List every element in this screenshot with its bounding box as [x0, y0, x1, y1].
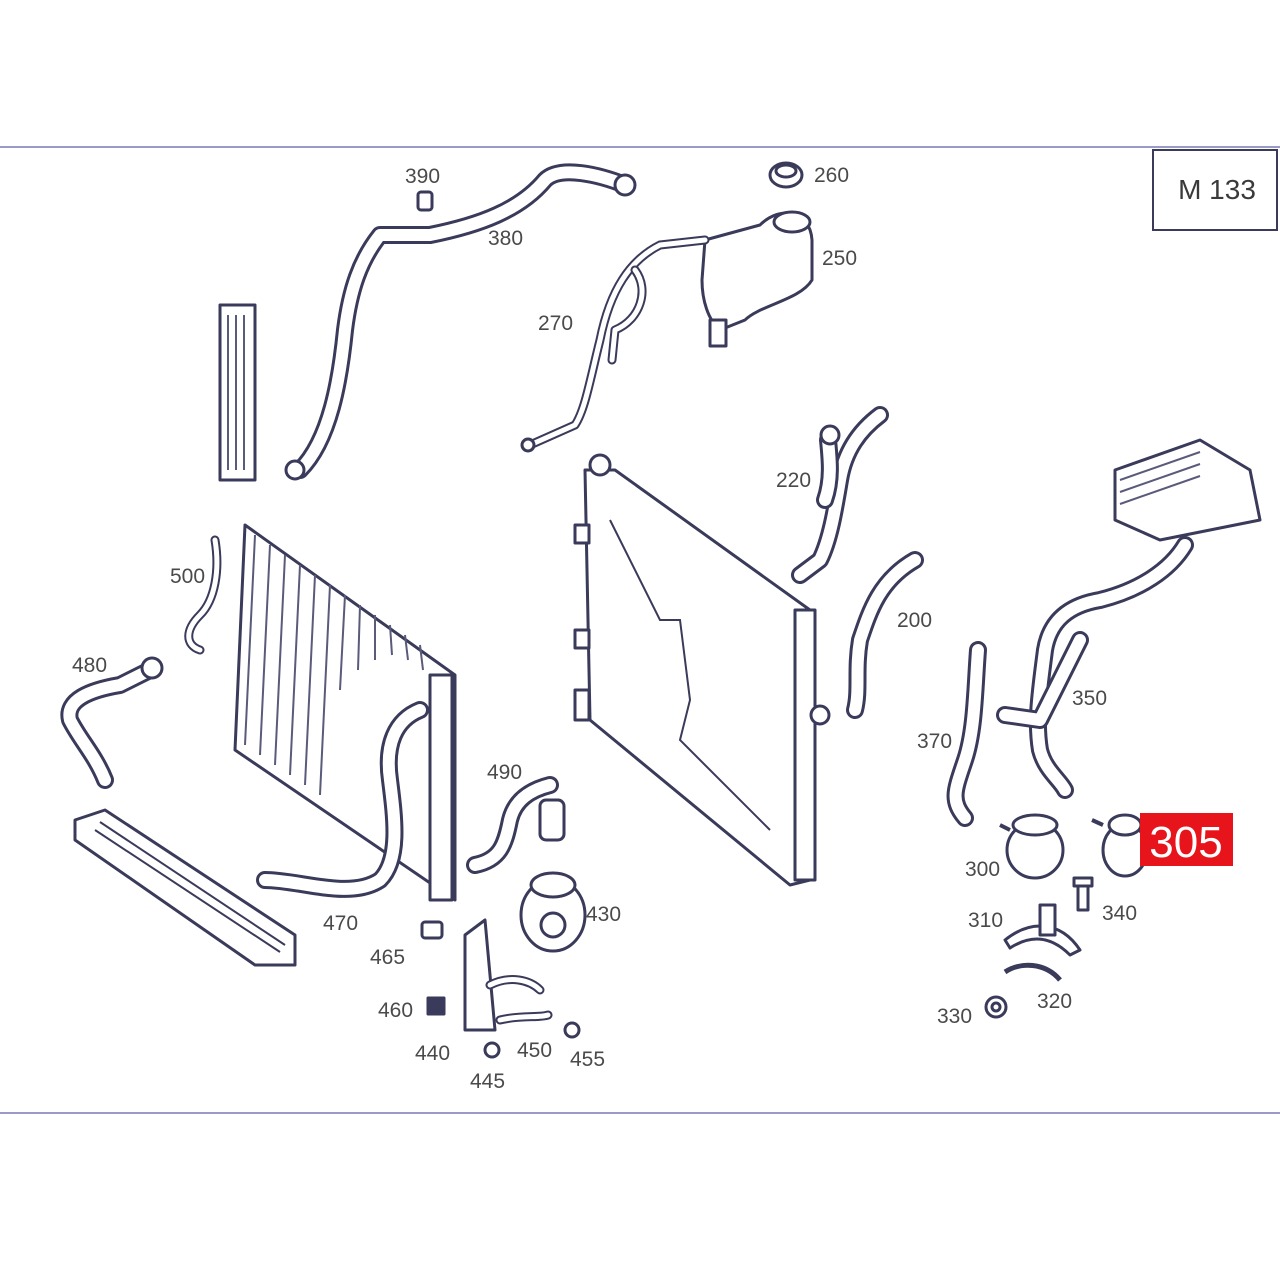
hose-450[interactable] — [485, 975, 553, 1025]
auxiliary-cooler[interactable] — [218, 303, 257, 482]
sensor-465[interactable] — [420, 920, 444, 940]
hose-470[interactable] — [256, 701, 429, 898]
label-300: 300 — [965, 858, 1000, 881]
label-250: 250 — [822, 247, 857, 270]
screw-445[interactable] — [483, 1041, 501, 1059]
label-500: 500 — [170, 565, 205, 588]
label-480: 480 — [72, 654, 107, 677]
hose-490[interactable] — [466, 776, 566, 874]
hose-350[interactable] — [996, 536, 1194, 799]
screw-455[interactable] — [563, 1021, 581, 1039]
label-270: 270 — [538, 312, 573, 335]
charge-air-cooler[interactable] — [73, 808, 297, 967]
label-455: 455 — [570, 1048, 605, 1071]
bracket-310[interactable] — [1003, 903, 1082, 957]
label-350: 350 — [1072, 687, 1107, 710]
label-260: 260 — [814, 164, 849, 187]
label-200: 200 — [897, 609, 932, 632]
clamp-390[interactable] — [416, 190, 434, 212]
heat-exchanger[interactable] — [1113, 438, 1262, 542]
model-box: M 133 — [1152, 149, 1278, 231]
label-380: 380 — [488, 227, 523, 250]
label-460: 460 — [378, 999, 413, 1022]
highlight-text: 305 — [1149, 818, 1222, 867]
hose-500[interactable] — [184, 535, 222, 655]
label-465: 465 — [370, 946, 405, 969]
label-310: 310 — [968, 909, 1003, 932]
label-450: 450 — [517, 1039, 552, 1062]
label-220: 220 — [776, 469, 811, 492]
model-code: M 133 — [1178, 174, 1256, 205]
bracket-440[interactable] — [463, 918, 497, 1032]
bolt-340[interactable] — [1072, 876, 1094, 912]
hose-480[interactable] — [60, 656, 164, 789]
pump-305-highlighted[interactable] — [1091, 813, 1149, 878]
cap-260[interactable] — [768, 161, 804, 189]
label-490: 490 — [487, 761, 522, 784]
highlight-label-305: 305 — [1140, 813, 1233, 867]
label-470: 470 — [323, 912, 358, 935]
label-445: 445 — [470, 1070, 505, 1093]
expansion-tank-250[interactable] — [700, 210, 814, 348]
nut-330[interactable] — [984, 995, 1008, 1019]
hose-270[interactable] — [520, 235, 710, 453]
water-pump-430[interactable] — [519, 871, 587, 953]
hose-380[interactable] — [284, 163, 637, 481]
label-340: 340 — [1102, 902, 1137, 925]
label-370: 370 — [917, 730, 952, 753]
highlight-background — [1140, 813, 1233, 866]
hose-200[interactable] — [846, 551, 924, 719]
main-radiator[interactable] — [573, 453, 831, 887]
label-320: 320 — [1037, 990, 1072, 1013]
label-430: 430 — [586, 903, 621, 926]
hose-370[interactable] — [946, 641, 987, 827]
pump-300[interactable] — [999, 813, 1065, 880]
clamp-320[interactable] — [1003, 962, 1062, 982]
label-390: 390 — [405, 165, 440, 188]
label-440: 440 — [415, 1042, 450, 1065]
label-330: 330 — [937, 1005, 972, 1028]
hose-220[interactable] — [791, 406, 889, 584]
clip-460[interactable] — [426, 996, 446, 1016]
